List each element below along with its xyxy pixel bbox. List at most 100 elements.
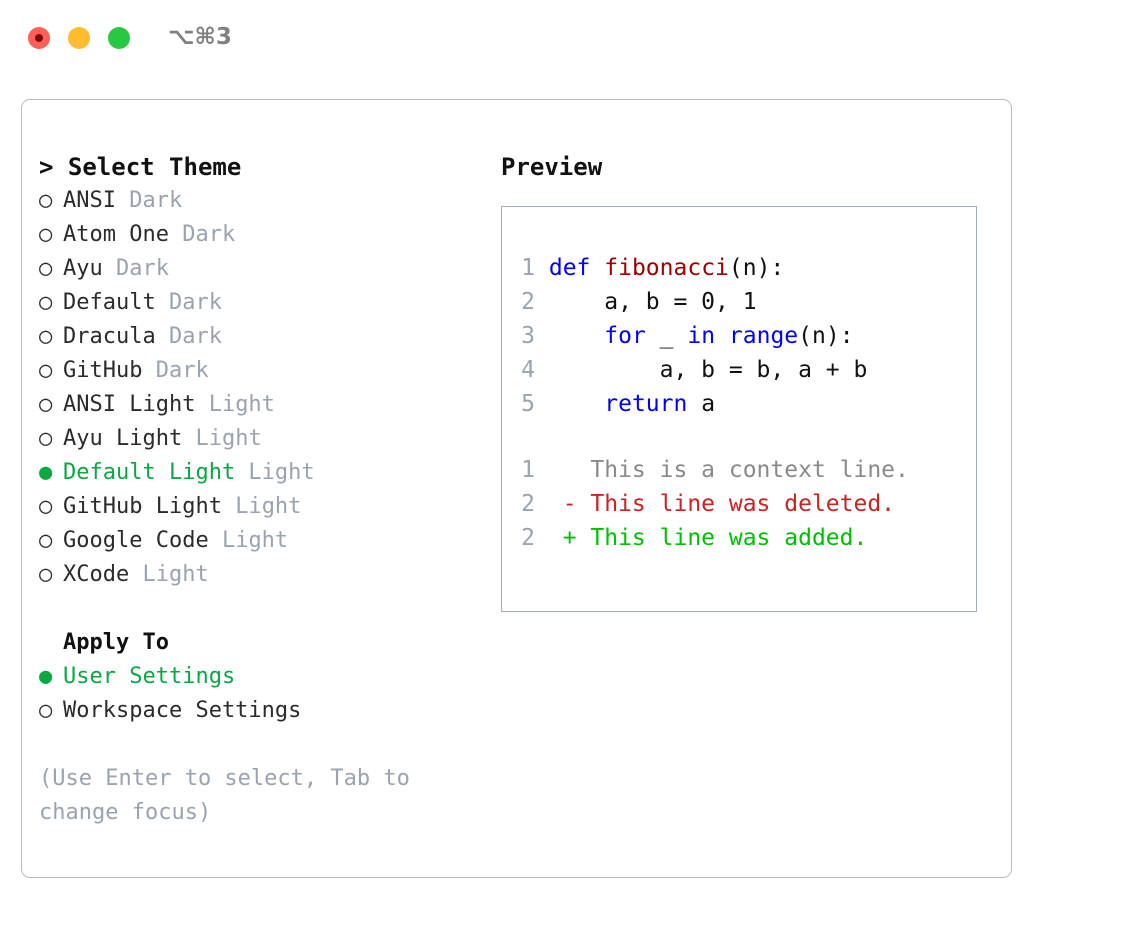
diff-sample: 1 This is a context line.2 - This line w…	[513, 453, 909, 555]
code-line: 4 a, b = b, a + b	[513, 353, 867, 387]
diff-line: 1 This is a context line.	[513, 453, 909, 487]
code-token	[535, 323, 604, 349]
preview-column: Preview 1 def fibonacci(n):2 a, b = 0, 1…	[501, 150, 991, 612]
code-line: 2 a, b = 0, 1	[513, 285, 867, 319]
theme-option-label: ANSI Light	[63, 392, 196, 417]
theme-option-label: Google Code	[63, 528, 209, 553]
radio-unselected-icon: ○	[39, 324, 66, 349]
preview-heading: Preview	[501, 153, 603, 181]
theme-option-label: Default	[63, 290, 156, 315]
radio-unselected-icon: ○	[39, 222, 66, 247]
apply-to-option-workspace-settings[interactable]: ○ Workspace Settings	[39, 694, 489, 728]
title-bar: ⌥⌘3	[0, 0, 1140, 78]
theme-option-tag: Dark	[168, 222, 236, 247]
theme-option-ansi[interactable]: ○ ANSI Dark	[39, 184, 489, 218]
code-line: 1 def fibonacci(n):	[513, 251, 867, 285]
apply-to-option-label: Workspace Settings	[63, 698, 302, 723]
code-token: a, b = b, a + b	[535, 357, 868, 383]
close-button[interactable]	[28, 27, 50, 49]
theme-option-list: ○ ANSI Dark○ Atom One Dark○ Ayu Dark○ De…	[39, 184, 489, 592]
radio-unselected-icon: ○	[39, 426, 66, 451]
theme-option-tag: Light	[182, 426, 262, 451]
theme-option-xcode[interactable]: ○ XCode Light	[39, 558, 489, 592]
theme-option-google-code[interactable]: ○ Google Code Light	[39, 524, 489, 558]
theme-list-column: > Select Theme ○ ANSI Dark○ Atom One Dar…	[39, 150, 489, 830]
theme-option-tag: Light	[129, 562, 209, 587]
code-line-number: 5	[521, 391, 535, 417]
apply-to-option-label: User Settings	[63, 664, 236, 689]
radio-unselected-icon: ○	[39, 494, 66, 519]
apply-to-option-list: ● User Settings○ Workspace Settings	[39, 660, 489, 728]
keyboard-hint: (Use Enter to select, Tab to change focu…	[39, 766, 410, 825]
theme-option-default-light[interactable]: ● Default Light Light	[39, 456, 489, 490]
select-theme-heading: > Select Theme	[39, 153, 242, 181]
theme-option-default[interactable]: ○ Default Dark	[39, 286, 489, 320]
code-token	[535, 391, 604, 417]
theme-option-dracula[interactable]: ○ Dracula Dark	[39, 320, 489, 354]
theme-option-tag: Dark	[115, 188, 183, 213]
diff-line: 2 - This line was deleted.	[513, 487, 909, 521]
diff-line-number: 2	[521, 491, 535, 517]
diff-line-number: 2	[521, 525, 535, 551]
theme-option-label: GitHub	[63, 358, 143, 383]
list-spacer	[39, 592, 489, 626]
code-token: return	[604, 391, 688, 417]
theme-option-label: Atom One	[63, 222, 169, 247]
code-line: 5 return a	[513, 387, 867, 421]
code-token: a	[687, 391, 716, 417]
theme-option-tag: Light	[221, 494, 302, 519]
theme-option-ayu[interactable]: ○ Ayu Dark	[39, 252, 489, 286]
panel-columns: > Select Theme ○ ANSI Dark○ Atom One Dar…	[22, 100, 1011, 877]
code-token	[590, 255, 604, 281]
diff-line-text: - This line was deleted.	[535, 491, 896, 517]
theme-option-github-light[interactable]: ○ GitHub Light Light	[39, 490, 489, 524]
theme-option-tag: Dark	[142, 358, 209, 383]
diff-line-number: 1	[521, 457, 535, 483]
code-token: _	[645, 323, 688, 349]
code-token: a, b = 0, 1	[535, 289, 757, 315]
radio-unselected-icon: ○	[39, 290, 66, 315]
apply-to-option-user-settings[interactable]: ● User Settings	[39, 660, 489, 694]
minimize-button[interactable]	[68, 27, 90, 49]
radio-unselected-icon: ○	[39, 698, 66, 723]
maximize-button[interactable]	[108, 27, 130, 49]
theme-option-label: ANSI	[63, 188, 116, 213]
theme-option-label: Ayu	[63, 256, 103, 281]
theme-option-ansi-light[interactable]: ○ ANSI Light Light	[39, 388, 489, 422]
theme-option-tag: Light	[195, 392, 275, 417]
theme-picker-panel: > Select Theme ○ ANSI Dark○ Atom One Dar…	[21, 99, 1012, 878]
theme-option-label: XCode	[63, 562, 130, 587]
theme-option-tag: Dark	[155, 324, 222, 349]
radio-unselected-icon: ○	[39, 392, 66, 417]
theme-option-label: Dracula	[63, 324, 156, 349]
radio-selected-icon: ●	[39, 460, 66, 485]
diff-line: 2 + This line was added.	[513, 521, 909, 555]
radio-unselected-icon: ○	[39, 562, 66, 587]
code-line-number: 3	[521, 323, 535, 349]
theme-option-tag: Dark	[102, 256, 169, 281]
theme-option-github[interactable]: ○ GitHub Dark	[39, 354, 489, 388]
code-token	[715, 323, 729, 349]
code-token: range	[728, 323, 799, 349]
traffic-light-group	[28, 27, 130, 49]
apply-to-heading: Apply To	[63, 630, 169, 655]
code-token: fibonacci	[604, 255, 729, 281]
radio-unselected-icon: ○	[39, 528, 66, 553]
theme-option-label: GitHub Light	[63, 494, 222, 519]
code-line-number: 2	[521, 289, 535, 315]
theme-option-ayu-light[interactable]: ○ Ayu Light Light	[39, 422, 489, 456]
theme-option-tag: Light	[208, 528, 289, 553]
code-line-number: 1	[521, 255, 535, 281]
radio-unselected-icon: ○	[39, 188, 66, 213]
code-line: 3 for _ in range(n):	[513, 319, 867, 353]
code-token: (n):	[798, 323, 854, 349]
theme-option-label: Default Light	[63, 460, 236, 485]
code-token: def	[548, 255, 591, 281]
theme-option-atom-one[interactable]: ○ Atom One Dark	[39, 218, 489, 252]
diff-line-text: + This line was added.	[535, 525, 868, 551]
code-token: for	[604, 323, 646, 349]
radio-selected-icon: ●	[39, 664, 66, 689]
